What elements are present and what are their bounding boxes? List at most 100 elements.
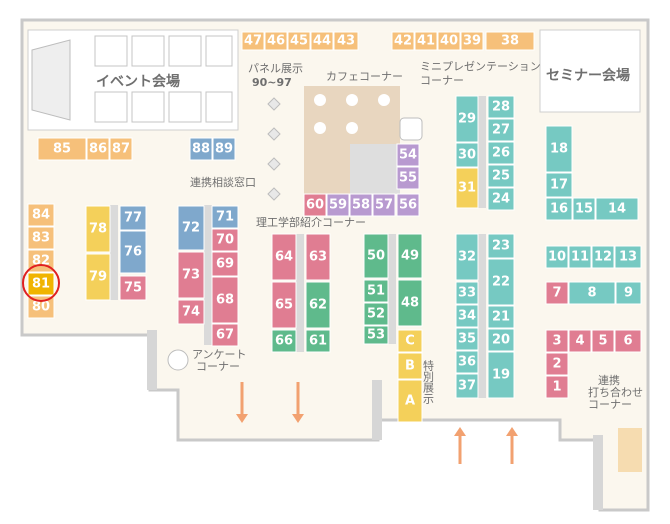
booth-rect[interactable]	[27, 295, 55, 319]
booth-rect[interactable]	[27, 203, 55, 227]
booth-rect[interactable]	[271, 281, 297, 329]
booth-83[interactable]: 83	[27, 226, 55, 250]
booth-rect[interactable]	[595, 197, 639, 221]
booth-79[interactable]: 79	[85, 253, 111, 301]
booth-75[interactable]: 75	[119, 275, 147, 301]
booth-rect[interactable]	[37, 137, 87, 161]
booth-27[interactable]: 27	[487, 118, 515, 142]
booth-53[interactable]: 53	[363, 325, 389, 345]
booth-58[interactable]: 58	[349, 193, 373, 217]
booth-20[interactable]: 20	[487, 328, 515, 352]
booth-rect[interactable]	[85, 205, 111, 253]
booth-rect[interactable]	[119, 275, 147, 301]
booth-43[interactable]: 43	[333, 31, 359, 51]
booth-73[interactable]: 73	[177, 251, 205, 299]
booth-rect[interactable]	[545, 352, 569, 376]
booth-rect[interactable]	[363, 279, 389, 303]
booth-rect[interactable]	[455, 95, 479, 143]
booth-C[interactable]: C	[397, 329, 423, 353]
booth-61[interactable]: 61	[305, 329, 331, 353]
booth-rect[interactable]	[189, 137, 213, 161]
booth-5[interactable]: 5	[591, 329, 615, 353]
booth-16[interactable]: 16	[545, 197, 573, 221]
booth-63[interactable]: 63	[305, 233, 331, 281]
booth-62[interactable]: 62	[305, 281, 331, 329]
booth-44[interactable]: 44	[310, 31, 334, 51]
booth-rect[interactable]	[568, 329, 592, 353]
booth-B[interactable]: B	[397, 352, 423, 380]
booth-rect[interactable]	[287, 31, 311, 51]
booth-rect[interactable]	[455, 373, 479, 399]
booth-81[interactable]: 81	[27, 272, 55, 296]
booth-39[interactable]: 39	[460, 31, 484, 51]
booth-rect[interactable]	[455, 350, 479, 374]
booth-29[interactable]: 29	[455, 95, 479, 143]
booth-rect[interactable]	[485, 31, 535, 51]
booth-rect[interactable]	[363, 233, 389, 279]
booth-21[interactable]: 21	[487, 305, 515, 329]
booth-52[interactable]: 52	[363, 302, 389, 326]
booth-50[interactable]: 50	[363, 233, 389, 279]
booth-rect[interactable]	[271, 233, 297, 281]
booth-88[interactable]: 88	[189, 137, 213, 161]
booth-74[interactable]: 74	[177, 299, 205, 325]
booth-rect[interactable]	[455, 167, 479, 209]
booth-rect[interactable]	[303, 193, 327, 217]
booth-rect[interactable]	[614, 245, 642, 269]
booth-rect[interactable]	[372, 193, 396, 217]
booth-89[interactable]: 89	[212, 137, 236, 161]
booth-47[interactable]: 47	[241, 31, 265, 51]
booth-36[interactable]: 36	[455, 350, 479, 374]
booth-rect[interactable]	[591, 245, 615, 269]
booth-13[interactable]: 13	[614, 245, 642, 269]
booth-rect[interactable]	[177, 205, 205, 251]
booth-64[interactable]: 64	[271, 233, 297, 281]
booth-rect[interactable]	[455, 327, 479, 351]
booth-rect[interactable]	[397, 379, 423, 423]
booth-85[interactable]: 85	[37, 137, 87, 161]
booth-67[interactable]: 67	[211, 323, 239, 347]
booth-rect[interactable]	[591, 329, 615, 353]
booth-42[interactable]: 42	[391, 31, 415, 51]
booth-14[interactable]: 14	[595, 197, 639, 221]
booth-3[interactable]: 3	[545, 329, 569, 353]
booth-77[interactable]: 77	[119, 205, 147, 231]
booth-rect[interactable]	[545, 197, 573, 221]
booth-15[interactable]: 15	[572, 197, 596, 221]
booth-1[interactable]: 1	[545, 375, 569, 399]
booth-26[interactable]: 26	[487, 141, 515, 165]
booth-69[interactable]: 69	[211, 251, 239, 277]
booth-rect[interactable]	[397, 233, 423, 279]
booth-37[interactable]: 37	[455, 373, 479, 399]
booth-rect[interactable]	[397, 279, 423, 327]
booth-rect[interactable]	[396, 193, 420, 217]
booth-70[interactable]: 70	[211, 228, 239, 252]
booth-rect[interactable]	[27, 272, 55, 296]
booth-A[interactable]: A	[397, 379, 423, 423]
booth-rect[interactable]	[326, 193, 350, 217]
booth-rect[interactable]	[437, 31, 461, 51]
booth-rect[interactable]	[333, 31, 359, 51]
booth-rect[interactable]	[487, 258, 515, 306]
booth-rect[interactable]	[545, 172, 573, 198]
booth-rect[interactable]	[211, 228, 239, 252]
booth-rect[interactable]	[119, 230, 147, 274]
booth-rect[interactable]	[109, 137, 133, 161]
booth-38[interactable]: 38	[485, 31, 535, 51]
booth-rect[interactable]	[455, 304, 479, 328]
booth-4[interactable]: 4	[568, 329, 592, 353]
booth-72[interactable]: 72	[177, 205, 205, 251]
booth-rect[interactable]	[310, 31, 334, 51]
booth-rect[interactable]	[545, 245, 569, 269]
booth-rect[interactable]	[264, 31, 288, 51]
booth-rect[interactable]	[545, 375, 569, 399]
booth-35[interactable]: 35	[455, 327, 479, 351]
booth-rect[interactable]	[487, 351, 515, 399]
booth-rect[interactable]	[568, 281, 616, 305]
booth-80[interactable]: 80	[27, 295, 55, 319]
booth-rect[interactable]	[396, 143, 420, 167]
booth-10[interactable]: 10	[545, 245, 569, 269]
booth-84[interactable]: 84	[27, 203, 55, 227]
booth-55[interactable]: 55	[396, 166, 420, 190]
booth-76[interactable]: 76	[119, 230, 147, 274]
